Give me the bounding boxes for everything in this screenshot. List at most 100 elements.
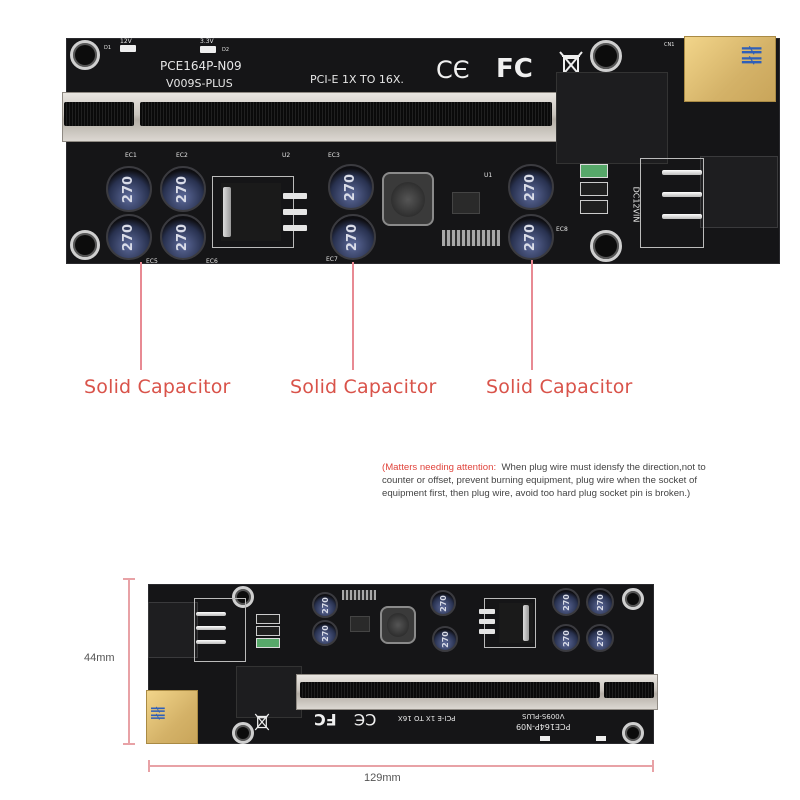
board-interface-label: PCI-E 1X TO 16X: [398, 714, 456, 722]
solid-capacitor: 270: [312, 620, 338, 646]
callout-label-solid-capacitor: Solid Capacitor: [84, 376, 231, 398]
mounting-hole: [590, 230, 622, 262]
power-connector-label: DC12VIN: [631, 186, 641, 223]
led-icon: [540, 736, 550, 741]
power-pin: [662, 170, 702, 175]
height-dimension-label: 44mm: [84, 652, 115, 664]
fcc-mark-icon: FC: [496, 54, 533, 84]
solid-capacitor: 270: [508, 164, 554, 210]
pcie-slot-key-long: [140, 102, 552, 126]
usb3-logo-icon: ∦∦: [150, 706, 166, 720]
solid-capacitor: 270: [160, 166, 206, 212]
led-3v3-icon: [200, 46, 216, 53]
attention-note-heading: (Matters needing attention:: [382, 462, 497, 473]
fuse-component: [256, 638, 280, 648]
led-id: D2: [222, 47, 230, 53]
usb-label: CN1: [664, 42, 675, 48]
usb3-port[interactable]: ∦∦: [146, 690, 198, 744]
smd-component: [580, 200, 608, 214]
solid-capacitor: 270: [552, 624, 580, 652]
fcc-mark-icon: FC: [314, 710, 337, 729]
solid-capacitor: 270: [586, 624, 614, 652]
smd-component: [256, 614, 280, 624]
power-pin: [196, 626, 226, 630]
controller-chip: [452, 192, 480, 214]
power-connector-outline: [640, 158, 704, 248]
voltage-regulator: [212, 176, 307, 248]
callout-label-solid-capacitor: Solid Capacitor: [290, 376, 437, 398]
board-interface-label: PCI-E 1X TO 16X.: [310, 73, 404, 86]
board-model-label: PCE164P-N09: [160, 59, 242, 73]
chip-id: U2: [282, 152, 291, 159]
solid-capacitor: 270: [586, 588, 614, 616]
width-dimension-tick: [652, 760, 654, 772]
led-id: D1: [104, 45, 112, 51]
cap-id: EC8: [556, 226, 568, 233]
height-dimension-tick: [123, 743, 135, 745]
solid-capacitor: 270: [432, 626, 458, 652]
voltage-regulator: [479, 598, 536, 648]
mounting-hole: [70, 40, 100, 70]
slot-latch: [556, 72, 668, 164]
cap-id: EC5: [146, 258, 158, 265]
pcie-slot-key-short: [64, 102, 134, 126]
height-dimension-tick: [123, 578, 135, 580]
led-icon: [596, 736, 606, 741]
chip-id: U1: [484, 172, 493, 179]
mounting-hole: [590, 40, 622, 72]
mounting-hole: [622, 722, 644, 744]
fuse-component: [580, 164, 608, 178]
solid-capacitor: 270: [508, 214, 554, 260]
solid-capacitor: 270: [328, 164, 374, 210]
led-12v-icon: [120, 45, 136, 52]
board-version-label: V009S-PLUS: [522, 712, 565, 720]
cap-id: EC6: [206, 258, 218, 265]
solid-capacitor: 270: [330, 214, 376, 260]
power-connector-outline: [194, 598, 246, 662]
power-inductor: [382, 172, 434, 226]
cap-id: EC1: [125, 152, 137, 159]
pin-header: [342, 590, 376, 600]
callout-line: [352, 262, 354, 370]
power-inductor: [380, 606, 416, 644]
usb3-port[interactable]: ∦∦: [684, 36, 776, 102]
pin-header: [442, 230, 500, 246]
led-label-3v3: 3.3V: [200, 38, 214, 45]
cap-id: EC2: [176, 152, 188, 159]
weee-bin-icon: [254, 712, 270, 732]
width-dimension-label: 129mm: [364, 772, 401, 784]
usb3-logo-icon: ∦∦: [741, 45, 765, 65]
power-pin: [196, 612, 226, 616]
mounting-hole: [622, 588, 644, 610]
cap-id: EC3: [328, 152, 340, 159]
power-pin: [196, 640, 226, 644]
led-label-12v: 12V: [120, 38, 132, 45]
solid-capacitor: 270: [106, 166, 152, 212]
solid-capacitor: 270: [312, 592, 338, 618]
smd-component: [256, 626, 280, 636]
smd-component: [580, 182, 608, 196]
callout-line: [531, 260, 533, 370]
power-connector-6pin[interactable]: [148, 602, 198, 658]
mounting-hole: [232, 586, 254, 608]
power-connector-6pin[interactable]: [700, 156, 778, 228]
slot-latch: [236, 666, 302, 718]
ce-mark-icon: CЄ: [354, 710, 377, 729]
mounting-hole: [232, 722, 254, 744]
solid-capacitor: 270: [430, 590, 456, 616]
solid-capacitor: 270: [160, 214, 206, 260]
board-version-label: V009S-PLUS: [166, 77, 233, 90]
power-pin: [662, 214, 702, 219]
controller-chip: [350, 616, 370, 632]
height-dimension-line: [128, 578, 130, 744]
ce-mark-icon: CЄ: [436, 56, 470, 84]
board-model-label: PCE164P-N09: [516, 722, 571, 731]
pcie-slot-key-long: [300, 682, 600, 698]
mounting-hole: [70, 230, 100, 260]
width-dimension-tick: [148, 760, 150, 772]
attention-note-body: When plug wire must idensfy the directio…: [382, 462, 706, 499]
pcie-slot-key-short: [604, 682, 654, 698]
power-pin: [662, 192, 702, 197]
solid-capacitor: 270: [106, 214, 152, 260]
callout-line: [140, 262, 142, 370]
